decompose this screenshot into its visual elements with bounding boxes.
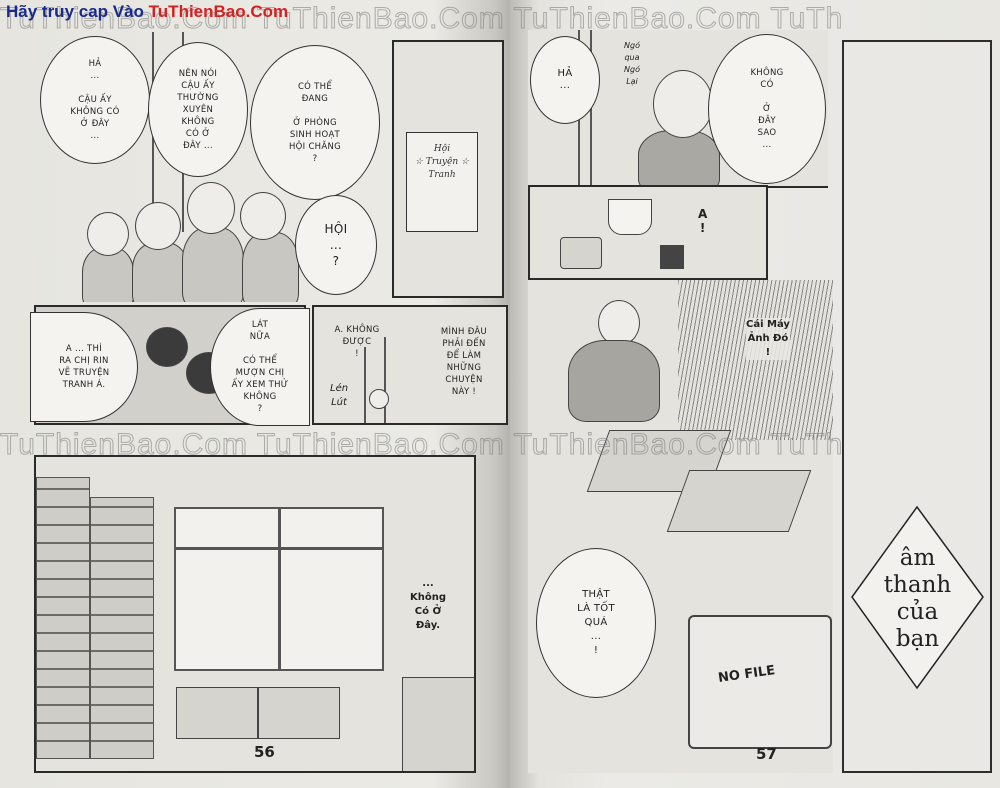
speech-bubble: HẢ ...: [530, 36, 600, 124]
narration-text: ... Không Có Ở Đây.: [409, 578, 446, 631]
camera-screen-text: NO FILE: [717, 663, 777, 686]
character-eye: [146, 327, 188, 367]
boy-head: [653, 70, 713, 138]
student-head: [87, 212, 129, 256]
panel-sneaking-hallway: [312, 305, 508, 425]
speed-lines: [678, 280, 833, 440]
speech-text: THẬT LÀ TỐT QUÁ ... !: [577, 589, 615, 656]
panel-students-hallway: [32, 32, 390, 302]
desk: [666, 470, 812, 532]
sound-effect: Ngó qua Ngó Lại: [624, 41, 640, 86]
shout-text: Cái Máy Ảnh Đó !: [746, 318, 790, 360]
panel-club-door: Hội ☆ Truyện ☆ Tranh: [392, 40, 504, 298]
speech-bubble: A. KHÔNG ĐƯỢC !: [318, 312, 396, 372]
student-head: [240, 192, 286, 240]
speech-text: MÌNH ĐÂU PHẢI ĐẾN ĐỂ LÀM NHỮNG CHUYỆN NÀ…: [440, 327, 488, 397]
speech-bubble: CÓ THỂ ĐANG Ở PHÒNG SINH HOẠT HỘI CHĂNG …: [250, 45, 380, 200]
sneaking-character: [369, 389, 389, 409]
student-head: [135, 202, 181, 250]
bookshelf: [36, 477, 90, 759]
boy-figure: [568, 340, 660, 422]
desk: [176, 687, 258, 739]
speech-text: HẢ ...: [557, 68, 573, 91]
banner-site-link[interactable]: TuThienBao.Com: [148, 2, 289, 21]
boy-figure: [638, 130, 720, 186]
panel-desk-camera: A !: [528, 185, 768, 280]
exclaim-text: A !: [698, 207, 708, 235]
speech-text: NÊN NÓI CẬU ẤY THƯỜNG XUYÊN KHÔNG CÓ Ở Đ…: [177, 68, 219, 151]
speech-text: CÓ THỂ ĐANG Ở PHÒNG SINH HOẠT HỘI CHĂNG …: [288, 81, 342, 164]
speech-text: KHÔNG CÓ Ở ĐÂY SAO ...: [750, 68, 784, 150]
left-page: HẢ ... CẬU ẤY KHÔNG CÓ Ở ĐÂY ... NÊN NÓI…: [0, 0, 510, 788]
club-sign-text: Hội ☆ Truyện ☆ Tranh: [414, 144, 470, 180]
club-sign: Hội ☆ Truyện ☆ Tranh: [406, 132, 478, 232]
speech-bubble: HẢ ... CẬU ẤY KHÔNG CÓ Ở ĐÂY ...: [40, 36, 150, 164]
speech-bubble: THẬT LÀ TỐT QUÁ ... !: [536, 548, 656, 698]
chapter-title-diamond: âm thanh của bạn: [850, 505, 985, 690]
chapter-title-text: âm thanh của bạn: [883, 545, 952, 652]
speech-bubble: KHÔNG CÓ Ở ĐÂY SAO ...: [708, 34, 826, 184]
panel-club-room: ... Không Có Ở Đây. 56: [34, 455, 476, 773]
speech-text: A. KHÔNG ĐƯỢC !: [334, 325, 380, 359]
student-figure: [132, 242, 189, 302]
filing-cabinet: [402, 677, 474, 771]
speech-text: HỘI ... ?: [324, 222, 348, 268]
page-number: 57: [756, 745, 777, 763]
page-number: 56: [254, 743, 275, 761]
speech-bubble: HỘI ... ?: [295, 195, 377, 295]
camera-display: NO FILE: [688, 615, 832, 749]
coffee-mug: [608, 199, 652, 235]
speech-bubble: MÌNH ĐÂU PHẢI ĐẾN ĐỂ LÀM NHỮNG CHUYỆN NÀ…: [420, 312, 508, 412]
student-figure: [182, 227, 244, 302]
speech-text: A ... THÌ RA CHỊ RIN VẼ TRUYỆN TRANH Á.: [58, 344, 110, 390]
banner-prefix: Hãy truy cap Vào: [6, 2, 149, 21]
speech-text: HẢ ... CẬU ẤY KHÔNG CÓ Ở ĐÂY ...: [70, 59, 120, 141]
speech-bubble: NÊN NÓI CẬU ẤY THƯỜNG XUYÊN KHÔNG CÓ Ở Đ…: [148, 42, 248, 177]
student-head: [187, 182, 235, 234]
site-banner[interactable]: Hãy truy cap Vào TuThienBao.Com: [6, 2, 288, 22]
speech-bubble: LÁT NỮA CÓ THỂ MƯỢN CHỊ ẤY XEM THỬ KHÔNG…: [210, 308, 310, 426]
desk: [258, 687, 340, 739]
panel-reaching: Cái Máy Ảnh Đó !: [528, 280, 833, 550]
sound-effect: Lén Lút: [330, 383, 349, 408]
student-figure: [82, 247, 134, 302]
window: [174, 507, 384, 671]
bookshelf: [90, 497, 154, 759]
speech-text: LÁT NỮA CÓ THỂ MƯỢN CHỊ ẤY XEM THỬ KHÔNG…: [231, 320, 289, 414]
speech-bubble: A ... THÌ RA CHỊ RIN VẼ TRUYỆN TRANH Á.: [30, 312, 138, 422]
ink-bottle: [660, 245, 684, 269]
camera: [560, 237, 602, 269]
student-figure: [242, 232, 299, 302]
